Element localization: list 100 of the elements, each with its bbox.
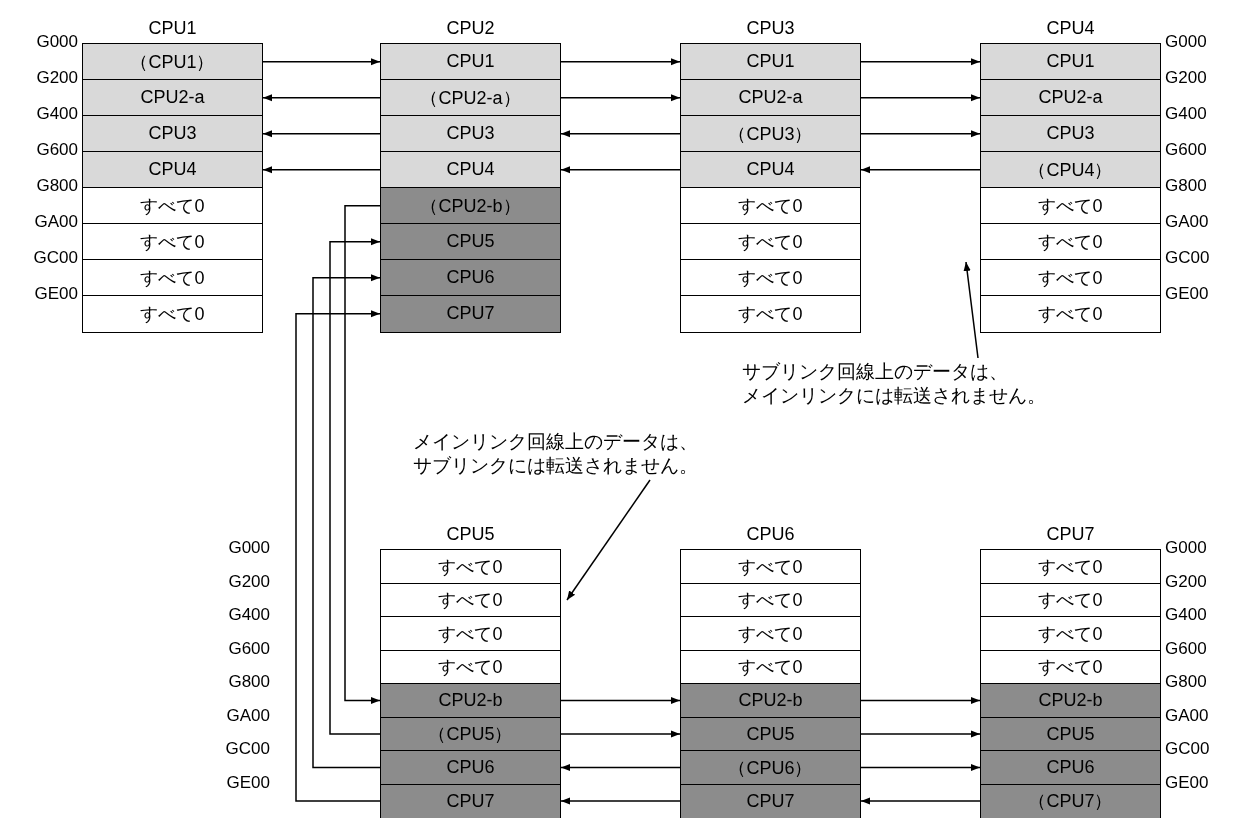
memory-cell: CPU2-b xyxy=(380,683,561,718)
memory-cell: すべて0 xyxy=(980,259,1161,297)
memory-cell: すべて0 xyxy=(82,295,263,333)
memory-cell: CPU2-b xyxy=(680,683,861,718)
arrow xyxy=(860,166,981,174)
leader-line xyxy=(566,479,651,601)
address-label: G800 xyxy=(1165,672,1207,692)
address-label: G200 xyxy=(228,571,270,592)
note-text: サブリンク回線上のデータは、メインリンクには転送されません。 xyxy=(742,360,1142,408)
arrow xyxy=(860,58,981,66)
memory-cell: すべて0 xyxy=(980,223,1161,261)
arrow xyxy=(329,238,381,735)
memory-cell: CPU1 xyxy=(680,43,861,81)
arrow xyxy=(560,166,681,174)
memory-cell: すべて0 xyxy=(82,259,263,297)
arrow xyxy=(312,274,381,769)
memory-cell: （CPU1） xyxy=(82,43,263,81)
address-label: GA00 xyxy=(1165,705,1209,726)
address-label: G400 xyxy=(36,104,78,124)
memory-cell: CPU4 xyxy=(380,151,561,189)
block-heading: CPU1 xyxy=(147,18,198,39)
address-label: GE00 xyxy=(226,772,270,793)
memory-cell: CPU3 xyxy=(980,115,1161,153)
arrow xyxy=(262,166,381,174)
arrow xyxy=(860,730,981,738)
memory-cell: すべて0 xyxy=(680,223,861,261)
address-label: GA00 xyxy=(1165,212,1209,232)
arrow xyxy=(860,94,981,102)
address-label: GE00 xyxy=(34,284,78,304)
address-label: G000 xyxy=(228,538,270,558)
address-label: G400 xyxy=(1165,605,1207,625)
memory-cell: CPU6 xyxy=(380,259,561,297)
memory-cell: すべて0 xyxy=(380,549,561,584)
arrow xyxy=(560,94,681,102)
address-label: G800 xyxy=(36,176,78,196)
address-label: GA00 xyxy=(226,705,270,726)
address-label: G000 xyxy=(1165,538,1207,558)
arrow xyxy=(860,696,981,705)
arrow xyxy=(560,763,681,772)
address-label: GC00 xyxy=(33,248,78,268)
memory-cell: CPU4 xyxy=(82,151,263,189)
memory-cell: CPU7 xyxy=(680,783,861,818)
arrow xyxy=(560,730,681,738)
memory-cell: すべて0 xyxy=(680,259,861,297)
memory-cell: すべて0 xyxy=(82,187,263,225)
memory-cell: CPU2-b xyxy=(980,683,1161,718)
memory-cell: CPU2-a xyxy=(980,79,1161,117)
address-label: G200 xyxy=(1165,68,1207,88)
address-label: G400 xyxy=(228,605,270,625)
address-label: GC00 xyxy=(1165,739,1210,759)
arrow xyxy=(262,58,381,66)
memory-cell: （CPU4） xyxy=(980,151,1161,189)
memory-cell: すべて0 xyxy=(680,549,861,584)
address-label: GC00 xyxy=(1165,248,1210,268)
memory-cell: すべて0 xyxy=(82,223,263,261)
address-label: G000 xyxy=(36,32,78,52)
memory-cell: すべて0 xyxy=(980,549,1161,584)
memory-cell: CPU3 xyxy=(380,115,561,153)
arrow xyxy=(860,797,981,805)
block-heading: CPU2 xyxy=(445,18,496,39)
arrow xyxy=(560,58,681,66)
memory-cell: （CPU3） xyxy=(680,115,861,153)
memory-cell: CPU2-a xyxy=(82,79,263,117)
memory-cell: CPU7 xyxy=(380,783,561,818)
arrow xyxy=(344,205,381,705)
address-label: G400 xyxy=(1165,104,1207,124)
memory-cell: CPU1 xyxy=(380,43,561,81)
address-label: GE00 xyxy=(1165,772,1209,793)
memory-cell: CPU5 xyxy=(380,223,561,261)
arrow xyxy=(262,94,381,102)
block-heading: CPU3 xyxy=(745,18,796,39)
memory-cell: （CPU2-a） xyxy=(380,79,561,117)
memory-cell: すべて0 xyxy=(680,295,861,333)
memory-cell: （CPU6） xyxy=(680,750,861,785)
memory-cell: （CPU2-b） xyxy=(380,187,561,225)
leader-line xyxy=(963,261,979,359)
address-label: G200 xyxy=(1165,571,1207,592)
memory-cell: すべて0 xyxy=(980,187,1161,225)
arrow xyxy=(560,797,681,805)
memory-cell: すべて0 xyxy=(680,187,861,225)
memory-cell: CPU2-a xyxy=(680,79,861,117)
address-label: G800 xyxy=(1165,176,1207,196)
block-heading: CPU5 xyxy=(445,524,496,545)
note-text: メインリンク回線上のデータは、サブリンクには転送されません。 xyxy=(413,430,733,478)
memory-cell: CPU6 xyxy=(380,750,561,785)
address-label: G200 xyxy=(36,68,78,88)
memory-cell: CPU4 xyxy=(680,151,861,189)
arrow xyxy=(860,763,981,772)
arrow xyxy=(560,130,681,138)
arrow xyxy=(860,130,981,138)
memory-cell: すべて0 xyxy=(980,295,1161,333)
address-label: G800 xyxy=(228,672,270,692)
memory-cell: すべて0 xyxy=(680,616,861,651)
block-heading: CPU4 xyxy=(1045,18,1096,39)
memory-cell: CPU3 xyxy=(82,115,263,153)
block-heading: CPU6 xyxy=(745,524,796,545)
memory-cell: すべて0 xyxy=(980,616,1161,651)
arrow xyxy=(560,696,681,705)
arrow xyxy=(262,130,381,138)
memory-cell: CPU6 xyxy=(980,750,1161,785)
